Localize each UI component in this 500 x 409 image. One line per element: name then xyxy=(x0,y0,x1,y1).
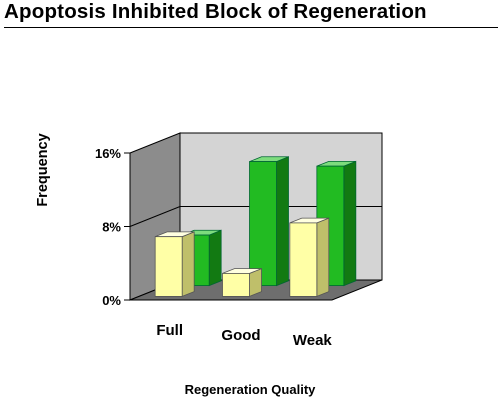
bars xyxy=(154,156,357,297)
bar-front xyxy=(154,236,183,297)
x-axis-label-text: Regeneration Quality xyxy=(184,382,316,397)
bar-side xyxy=(208,229,222,287)
y-tick-label: 8% xyxy=(102,220,121,235)
bar xyxy=(222,268,262,297)
y-axis-ticks: 0% 8% 16% xyxy=(95,146,130,308)
grid-lines xyxy=(129,206,382,227)
bar-side xyxy=(276,156,289,287)
bar xyxy=(154,231,195,297)
chart-title: Apoptosis Inhibited Block of Regeneratio… xyxy=(4,0,427,23)
bar-front xyxy=(249,161,277,287)
category-labels: Full Good Weak xyxy=(156,322,332,349)
bar-side xyxy=(343,160,357,287)
bar-front xyxy=(289,222,318,297)
category-label: Good xyxy=(221,327,260,344)
grid-line xyxy=(129,206,382,227)
bar-front xyxy=(222,273,250,297)
bar-side xyxy=(316,217,330,297)
y-axis-label: Frequency xyxy=(35,133,51,207)
category-label: Weak xyxy=(293,332,333,349)
title-underline xyxy=(4,27,498,28)
bar xyxy=(249,156,289,287)
x-axis-label: Regeneration Quality xyxy=(0,382,500,397)
y-tick-label: 16% xyxy=(95,146,121,161)
bar xyxy=(289,217,330,297)
bar-side xyxy=(181,231,195,297)
category-label: Full xyxy=(156,322,183,339)
y-tick-label: 0% xyxy=(102,293,121,308)
